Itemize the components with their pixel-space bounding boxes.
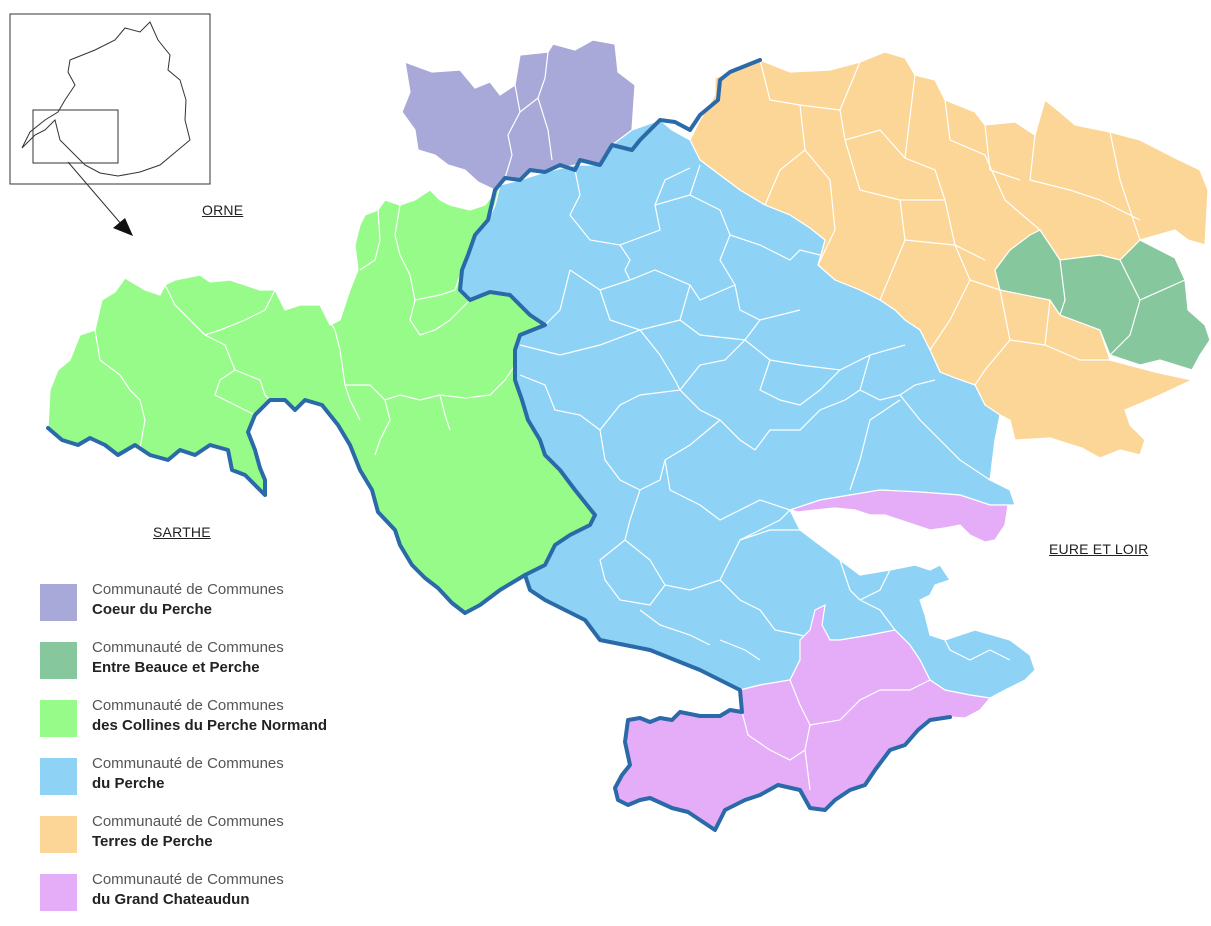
region-entre-beauce-et-perche xyxy=(994,229,1211,371)
boundary-line-south xyxy=(523,573,952,832)
legend-text: Communauté de Communes du Perche xyxy=(92,754,284,794)
legend-swatch xyxy=(40,584,77,621)
legend-item-type: Communauté de Communes xyxy=(92,871,284,888)
du-perche-communes xyxy=(519,164,1011,661)
boundary-line-main xyxy=(46,58,762,615)
terres-de-perche-communes xyxy=(759,59,1141,386)
entre-beauce-et-perche-communes xyxy=(1059,259,1186,356)
entre-beauce-et-perche-area xyxy=(994,229,1211,371)
legend-item: Communauté de Communes du Perche xyxy=(40,752,420,810)
coeur-du-perche-communes xyxy=(504,51,553,179)
legend-swatch xyxy=(40,758,77,795)
legend-item-type: Communauté de Communes xyxy=(92,813,284,830)
grand-chateaudun-communes xyxy=(741,679,931,791)
legend-text: Communauté de Communes Terres de Perche xyxy=(92,812,284,852)
legend-item-type: Communauté de Communes xyxy=(92,755,284,772)
perche-boundary xyxy=(46,58,952,832)
legend-swatch xyxy=(40,816,77,853)
grand-chateaudun-east-area xyxy=(787,489,1009,543)
inset-arrow-line xyxy=(67,161,123,226)
legend-item: Communauté de Communes Coeur du Perche xyxy=(40,578,420,636)
legend-item: Communauté de Communes des Collines du P… xyxy=(40,694,420,752)
legend-item-type: Communauté de Communes xyxy=(92,697,284,714)
region-coeur-du-perche xyxy=(401,39,636,191)
legend-item-type: Communauté de Communes xyxy=(92,639,284,656)
legend-item-type: Communauté de Communes xyxy=(92,581,284,598)
legend-item-name: Entre Beauce et Perche xyxy=(92,659,260,676)
legend: Communauté de Communes Coeur du Perche C… xyxy=(40,578,420,926)
legend-text: Communauté de Communes Coeur du Perche xyxy=(92,580,284,620)
legend-item-name: du Grand Chateaudun xyxy=(92,891,250,908)
legend-text: Communauté de Communes du Grand Chateaud… xyxy=(92,870,284,910)
legend-item-name: des Collines du Perche Normand xyxy=(92,717,328,734)
legend-item-name: du Perche xyxy=(92,775,165,792)
region-label-sarthe: SARTHE xyxy=(153,524,211,540)
legend-text: Communauté de Communes Entre Beauce et P… xyxy=(92,638,284,678)
arrow-head-icon xyxy=(113,218,133,236)
legend-item-name: Terres de Perche xyxy=(92,833,213,850)
legend-item: Communauté de Communes Terres de Perche xyxy=(40,810,420,868)
legend-text: Communauté de Communes des Collines du P… xyxy=(92,696,327,736)
region-label-eure-et-loir: EURE ET LOIR xyxy=(1049,541,1149,557)
legend-item-name: Coeur du Perche xyxy=(92,601,213,618)
collines-du-perche-normand-communes xyxy=(94,204,516,456)
legend-item: Communauté de Communes du Grand Chateaud… xyxy=(40,868,420,926)
legend-swatch xyxy=(40,700,77,737)
legend-swatch xyxy=(40,874,77,911)
legend-swatch xyxy=(40,642,77,679)
inset-frame xyxy=(9,13,211,185)
inset-locator-box xyxy=(32,109,119,164)
inset-map xyxy=(9,13,211,236)
region-label-orne: ORNE xyxy=(202,202,244,218)
legend-item: Communauté de Communes Entre Beauce et P… xyxy=(40,636,420,694)
inset-department-outline xyxy=(21,21,191,177)
